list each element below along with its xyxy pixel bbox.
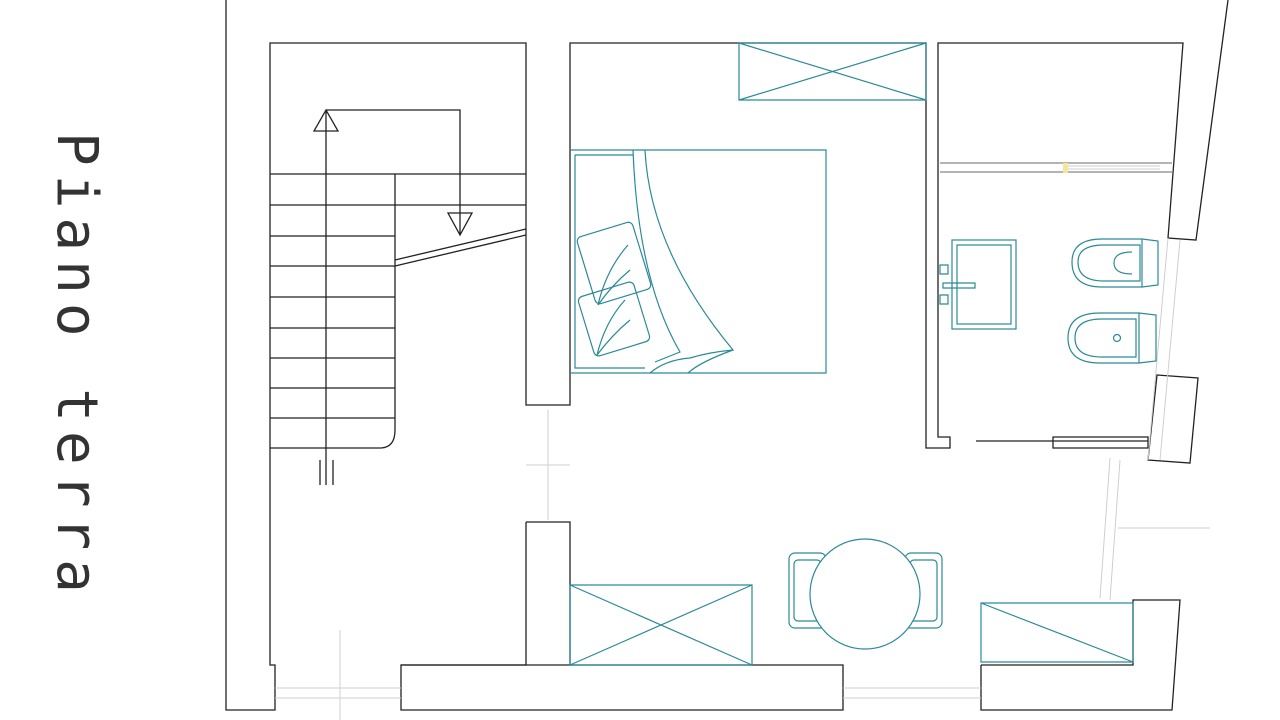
wardrobe-bottom <box>569 584 753 666</box>
toilet <box>1071 238 1159 288</box>
cabinet-bottom-right <box>980 602 1134 663</box>
shower-line <box>940 162 1172 173</box>
bidet <box>1067 312 1157 364</box>
washbasin <box>939 239 1017 330</box>
wardrobe-top <box>738 42 927 101</box>
table-with-chairs <box>788 538 943 650</box>
floor-title: Piano terra <box>44 132 109 602</box>
staircase <box>270 108 527 485</box>
double-bed <box>570 149 827 374</box>
window-lines <box>275 237 1210 720</box>
